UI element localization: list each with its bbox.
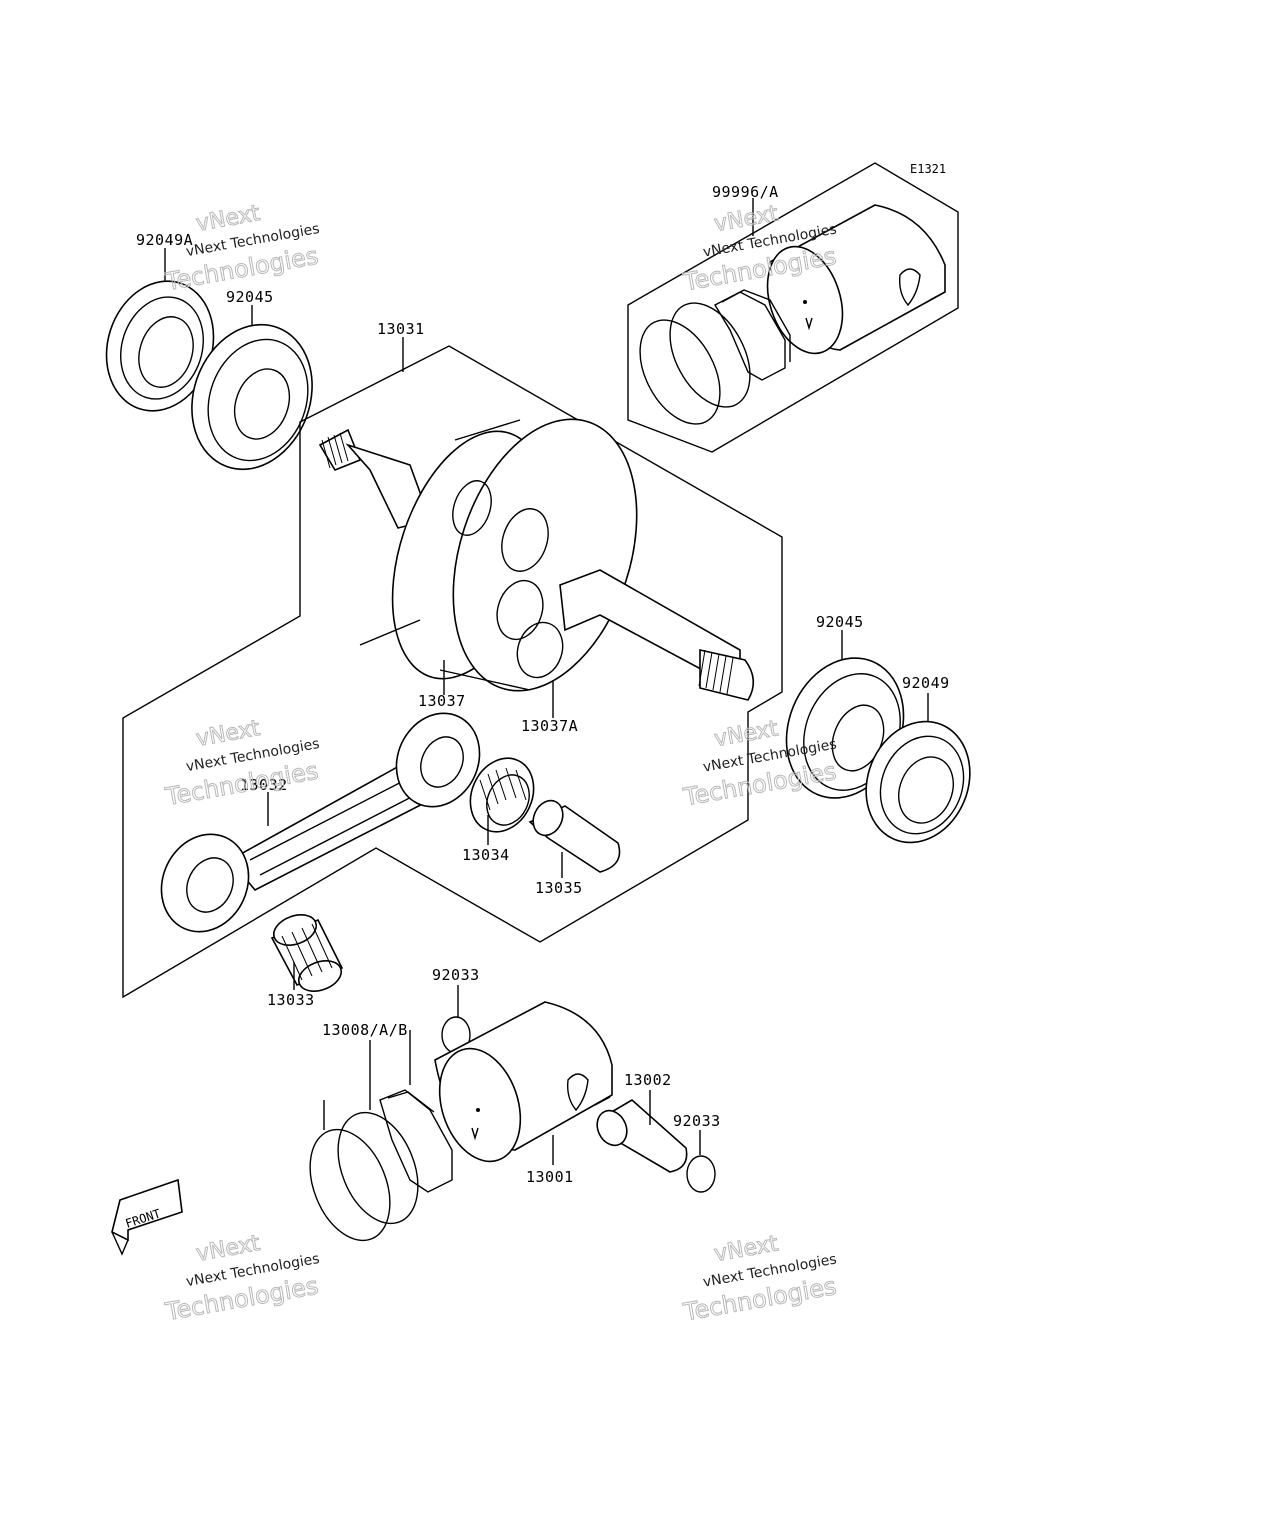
label-circlip-top: 92033: [432, 966, 480, 984]
label-crank-pin: 13035: [535, 879, 583, 897]
label-flywheel-left: 13037: [418, 692, 466, 710]
watermark-bottom-left: vNext vNext Technologies Technologies: [162, 1231, 321, 1327]
piston-kit-group: [627, 162, 959, 453]
piston-kit-piston: [766, 204, 946, 355]
oil-seal-left: [105, 248, 215, 412]
piston-rings: [309, 1030, 453, 1242]
label-oil-seal-left: 92049A: [136, 231, 193, 249]
svg-text:vNext: vNext: [194, 716, 262, 752]
piston: [434, 1001, 613, 1165]
crank-pin: [528, 799, 621, 878]
crankshaft-group: [122, 337, 783, 999]
circlip-right: [686, 1130, 716, 1193]
label-piston-rings: 13008/A/B: [322, 1021, 408, 1039]
circlip-top: [441, 985, 471, 1054]
front-indicator: FRONT: [111, 1178, 183, 1256]
label-piston-pin: 13002: [624, 1071, 672, 1089]
bearing-left: [191, 305, 313, 471]
small-end-bearing: [270, 914, 344, 992]
watermark-mid-left: vNext vNext Technologies Technologies: [162, 716, 321, 812]
label-piston: 13001: [526, 1168, 574, 1186]
label-crankshaft: 13031: [377, 320, 425, 338]
piston-kit-rings: [639, 289, 791, 425]
label-small-end-bearing: 13033: [267, 991, 315, 1009]
watermark-bottom-right: vNext vNext Technologies Technologies: [680, 1231, 839, 1327]
svg-text:vNext: vNext: [712, 716, 780, 752]
label-piston-kit: 99996/A: [712, 183, 779, 201]
label-oil-seal-right: 92049: [902, 674, 950, 692]
connecting-rod: [160, 712, 481, 933]
label-connecting-rod: 13032: [240, 776, 288, 794]
piston-pin: [596, 1090, 688, 1173]
svg-text:vNext: vNext: [194, 1231, 262, 1267]
label-bearing-left: 92045: [226, 288, 274, 306]
label-flywheel-right: 13037A: [521, 717, 578, 735]
big-end-bearing: [469, 757, 535, 845]
label-big-end-bearing: 13034: [462, 846, 510, 864]
diagram-code: E1321: [910, 162, 946, 176]
oil-seal-right: [865, 693, 971, 844]
label-circlip-right: 92033: [673, 1112, 721, 1130]
svg-text:vNext: vNext: [712, 201, 780, 237]
label-bearing-right: 92045: [816, 613, 864, 631]
svg-text:vNext: vNext: [712, 1231, 780, 1267]
svg-text:vNext: vNext: [194, 201, 262, 237]
